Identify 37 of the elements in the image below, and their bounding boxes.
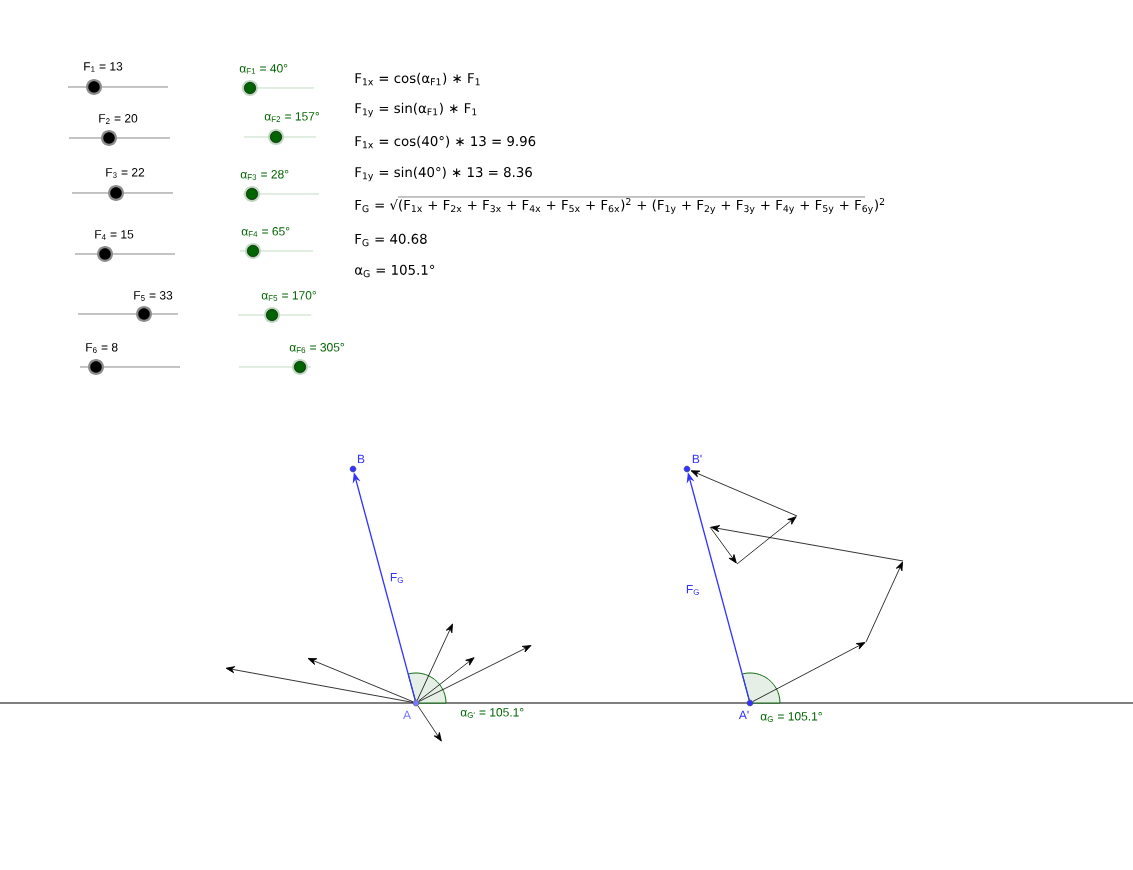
slider-label: F$_{6}$ = 8 xyxy=(86,343,118,353)
formula: α$_{G}$ = 105.1° xyxy=(355,264,435,278)
formula: F$_{1x}$ = cos(40°) ∗ 13 = 9.96 xyxy=(355,135,536,149)
formula: F$_{1x}$ = cos(α$_{F1}$) ∗ F$_{1}$ xyxy=(355,72,480,86)
slider-label: α$_{F5}$ = 170° xyxy=(261,291,316,301)
slider-label: α$_{F2}$ = 157° xyxy=(264,112,319,122)
force-arrow xyxy=(752,642,866,702)
slider-label: F$_{2}$ = 20 xyxy=(99,114,138,124)
force-arrow xyxy=(417,705,442,742)
labeled-point: B' xyxy=(683,454,702,473)
force-arrow xyxy=(417,623,453,701)
node-label: B xyxy=(357,454,365,464)
slider-label: F$_{4}$ = 15 xyxy=(95,230,134,240)
formula: F$_{1y}$ = sin(40°) ∗ 13 = 8.36 xyxy=(355,166,532,182)
formula: F$_{1y}$ = sin(α$_{F1}$) ∗ F$_{1}$ xyxy=(355,102,477,118)
force-arrow xyxy=(225,666,414,703)
slider-label: F$_{3}$ = 22 xyxy=(106,168,145,178)
labeled-point: B xyxy=(349,454,365,473)
slider-label: α$_{F4}$ = 65° xyxy=(241,227,290,237)
node-label: A xyxy=(403,710,411,720)
force-arrow xyxy=(418,645,532,702)
formula: F$_{G}$ = 40.68 xyxy=(355,233,427,247)
slider-label: F$_{1}$ = 13 xyxy=(84,62,123,72)
force-arrow xyxy=(418,657,475,702)
slider-label: α$_{F6}$ = 305° xyxy=(289,343,344,353)
slider-label: α$_{F3}$ = 28° xyxy=(240,170,289,180)
slider-label: α$_{F1}$ = 40° xyxy=(239,64,288,74)
labeled-point: A xyxy=(403,699,420,720)
formula: F$_{G}$ = √(F$_{1x}$ + F$_{2x}$ + F$_{3x}$ + F$_{4x}$ + F$_{5x}$ + F$_{6x}$)$^{2}$ + (F$_{1y}$ + F$_{2y}$ + F$_{3y}$ + F$_{4y}$ + F$_{5y}$ + F$_{6y}$)$^{2}$ xyxy=(355,196,885,214)
node-label: B' xyxy=(692,454,702,464)
labeled-point: A' xyxy=(738,699,754,720)
force-arrow xyxy=(690,470,798,517)
slider-label: F$_{5}$ = 33 xyxy=(134,291,173,301)
angle-label: α$_{G'}$ = 105.1° xyxy=(460,708,524,718)
angle-label: α$_{G}$ = 105.1° xyxy=(760,712,822,722)
force-arrow xyxy=(307,658,414,703)
node-label: A' xyxy=(738,710,749,720)
